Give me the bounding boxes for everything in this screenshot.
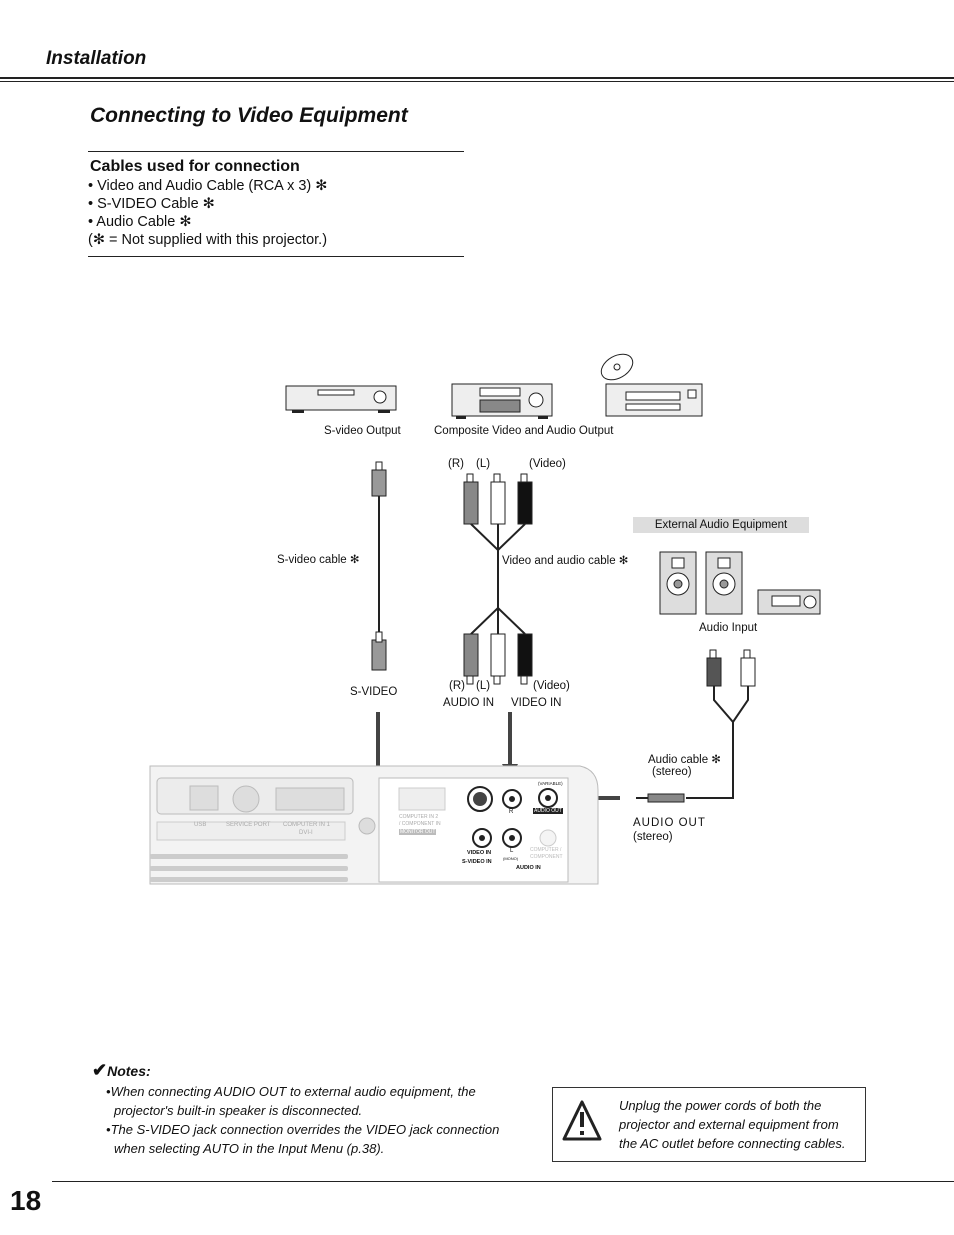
- projector-panel: [149, 765, 599, 885]
- cable-note: (✻ = Not supplied with this projector.): [88, 232, 328, 248]
- note-item: •When connecting AUDIO OUT to external a…: [106, 1084, 476, 1118]
- panel-monitor-out-label: MONITOR OUT: [399, 829, 437, 835]
- panel-audio-in-label: AUDIO IN: [516, 865, 541, 871]
- rca-cable: [463, 473, 533, 685]
- page-number: 18: [10, 1185, 42, 1216]
- svideo-output-label: S-video Output: [324, 425, 401, 437]
- panel-usb-label: USB: [194, 822, 207, 828]
- video-audio-cable-label: Video and audio cable ✻: [502, 555, 629, 567]
- audio-cable: [636, 649, 756, 803]
- svideo-vcr-icon: [285, 385, 397, 413]
- footer-rule: [52, 1181, 954, 1182]
- panel-r-label: R: [509, 809, 514, 815]
- audio-cable-label: Audio cable ✻: [648, 754, 721, 766]
- svideo-label: S-VIDEO: [350, 686, 398, 698]
- page-title: Connecting to Video Equipment: [90, 104, 408, 127]
- warning-text: Unplug the power cords of both the proje…: [619, 1098, 846, 1151]
- plug-l-label: (L): [476, 680, 491, 692]
- notes-list: •When connecting AUDIO OUT to external a…: [104, 1082, 524, 1158]
- panel-video-in-label: VIDEO IN: [467, 850, 492, 856]
- cables-title: Cables used for connection: [90, 158, 300, 175]
- notes-heading: ✔Notes:: [92, 1060, 151, 1080]
- panel-dvi-label: DVI-I: [299, 830, 313, 836]
- audio-out-label: AUDIO OUT: [633, 817, 706, 829]
- section-title: Installation: [46, 48, 147, 69]
- panel-variable-label: (VARIABLE): [538, 781, 563, 786]
- panel-component-in-label: / COMPONENT IN: [399, 821, 441, 827]
- panel-computer-in-2-label: COMPUTER IN 2: [399, 814, 439, 820]
- checkmark-icon: ✔: [92, 1060, 108, 1080]
- panel-audio-out-label: AUDIO OUT: [533, 808, 563, 814]
- cable-item: • Audio Cable ✻: [88, 214, 192, 230]
- amplifier-icon: [757, 589, 821, 615]
- panel-computer-in-1-label: COMPUTER IN 1: [283, 822, 331, 828]
- cables-list: • Video and Audio Cable (RCA x 3) ✻ • S-…: [88, 177, 327, 249]
- external-audio-label: External Audio Equipment: [633, 517, 809, 533]
- svideo-cable: [371, 461, 387, 671]
- note-item: •The S-VIDEO jack connection overrides t…: [106, 1122, 500, 1156]
- composite-vcr-icon: [451, 383, 553, 419]
- panel-mono-label: (MONO): [503, 856, 519, 861]
- audio-cable-stereo-label: (stereo): [652, 766, 692, 778]
- panel-service-port-label: SERVICE PORT: [226, 822, 271, 828]
- panel-l-label: L: [510, 848, 514, 854]
- speaker-icon: [659, 551, 697, 615]
- panel-component-label: COMPONENT: [530, 854, 563, 860]
- panel-computer-component-label: COMPUTER /: [530, 847, 562, 853]
- warning-icon: [562, 1100, 602, 1141]
- audio-in-label: AUDIO IN: [443, 697, 495, 709]
- panel-s-video-in-label: S-VIDEO IN: [462, 859, 492, 865]
- plug-video-label: (Video): [529, 458, 566, 470]
- plug-r-label: (R): [449, 680, 465, 692]
- cables-box: Cables used for connection • Video and A…: [88, 151, 464, 257]
- audio-out-stereo-label: (stereo): [633, 831, 673, 843]
- header-rule-thin: [0, 81, 954, 82]
- plug-r-label: (R): [448, 458, 464, 470]
- cable-item: • Video and Audio Cable (RCA x 3) ✻: [88, 178, 328, 194]
- audio-input-label: Audio Input: [699, 622, 758, 634]
- video-in-label: VIDEO IN: [511, 697, 562, 709]
- header-rule: [0, 77, 954, 79]
- warning-box: Unplug the power cords of both the proje…: [552, 1087, 866, 1162]
- composite-output-label: Composite Video and Audio Output: [434, 425, 614, 437]
- plug-l-label: (L): [476, 458, 491, 470]
- plug-video-label: (Video): [533, 680, 570, 692]
- speaker-icon: [705, 551, 743, 615]
- cable-item: • S-VIDEO Cable ✻: [88, 196, 215, 212]
- svideo-cable-label: S-video cable ✻: [277, 554, 360, 566]
- dvd-player-icon: [600, 353, 703, 417]
